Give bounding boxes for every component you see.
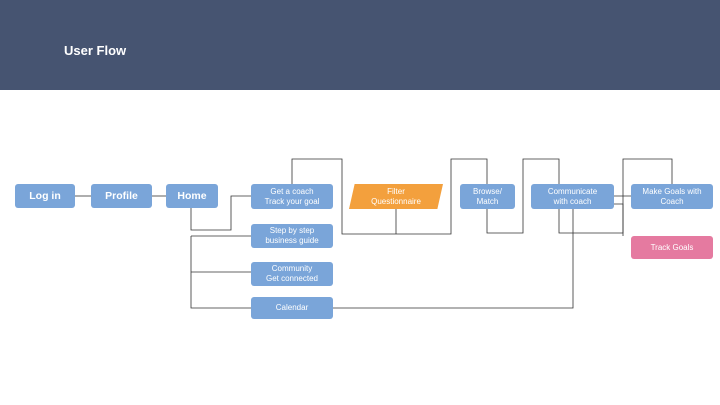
community-label-line2: Get connected xyxy=(265,274,319,283)
make-goals-node[interactable]: Make Goals with Coach xyxy=(631,184,713,209)
step-guide-node[interactable]: Step by step business guide xyxy=(251,224,333,248)
connector-home-calendar xyxy=(190,236,251,309)
step-guide-label-line2: business guide xyxy=(265,236,319,245)
step-guide-label-line1: Step by step xyxy=(269,226,315,235)
track-goals-label: Track Goals xyxy=(650,242,694,252)
community-node[interactable]: Community Get connected xyxy=(251,262,333,286)
track-goals-node[interactable]: Track Goals xyxy=(631,236,713,259)
home-label: Home xyxy=(177,190,207,202)
communicate-label-line2: with coach xyxy=(553,196,592,206)
make-goals-label-line1: Make Goals with xyxy=(642,186,702,196)
make-goals-label-line2: Coach xyxy=(660,196,684,206)
connector-browse-communicate xyxy=(486,158,560,234)
communicate-label-line1: Communicate xyxy=(547,186,598,196)
filter-label-line1: Filter xyxy=(387,186,405,196)
get-coach-node[interactable]: Get a coach Track your goal xyxy=(251,184,333,209)
home-node[interactable]: Home xyxy=(166,184,218,208)
connector-coach-filter xyxy=(291,158,488,235)
calendar-label: Calendar xyxy=(275,303,309,312)
filter-label: Filter Questionnaire xyxy=(349,184,443,209)
log-in-node[interactable]: Log in xyxy=(15,184,75,208)
calendar-node[interactable]: Calendar xyxy=(251,297,333,319)
browse-match-node[interactable]: Browse/ Match xyxy=(460,184,515,209)
page-title: User Flow xyxy=(64,43,127,58)
browse-label-line2: Match xyxy=(476,196,499,206)
filter-label-line2: Questionnaire xyxy=(371,196,421,206)
header-banner: User Flow xyxy=(0,0,720,90)
connector-calendar-communicate xyxy=(333,209,574,309)
get-coach-label-line2: Track your goal xyxy=(264,196,320,206)
community-label-line1: Community xyxy=(271,264,313,273)
connector-home-get-coach xyxy=(190,195,251,231)
profile-node[interactable]: Profile xyxy=(91,184,152,208)
filter-questionnaire-node[interactable]: Filter Questionnaire xyxy=(349,184,443,209)
log-in-label: Log in xyxy=(29,190,61,202)
filter-parallelogram-shape xyxy=(349,184,443,209)
communicate-node[interactable]: Communicate with coach xyxy=(531,184,614,209)
browse-label-line1: Browse/ xyxy=(473,186,502,196)
profile-label: Profile xyxy=(105,190,138,202)
get-coach-label-line1: Get a coach xyxy=(270,186,314,196)
